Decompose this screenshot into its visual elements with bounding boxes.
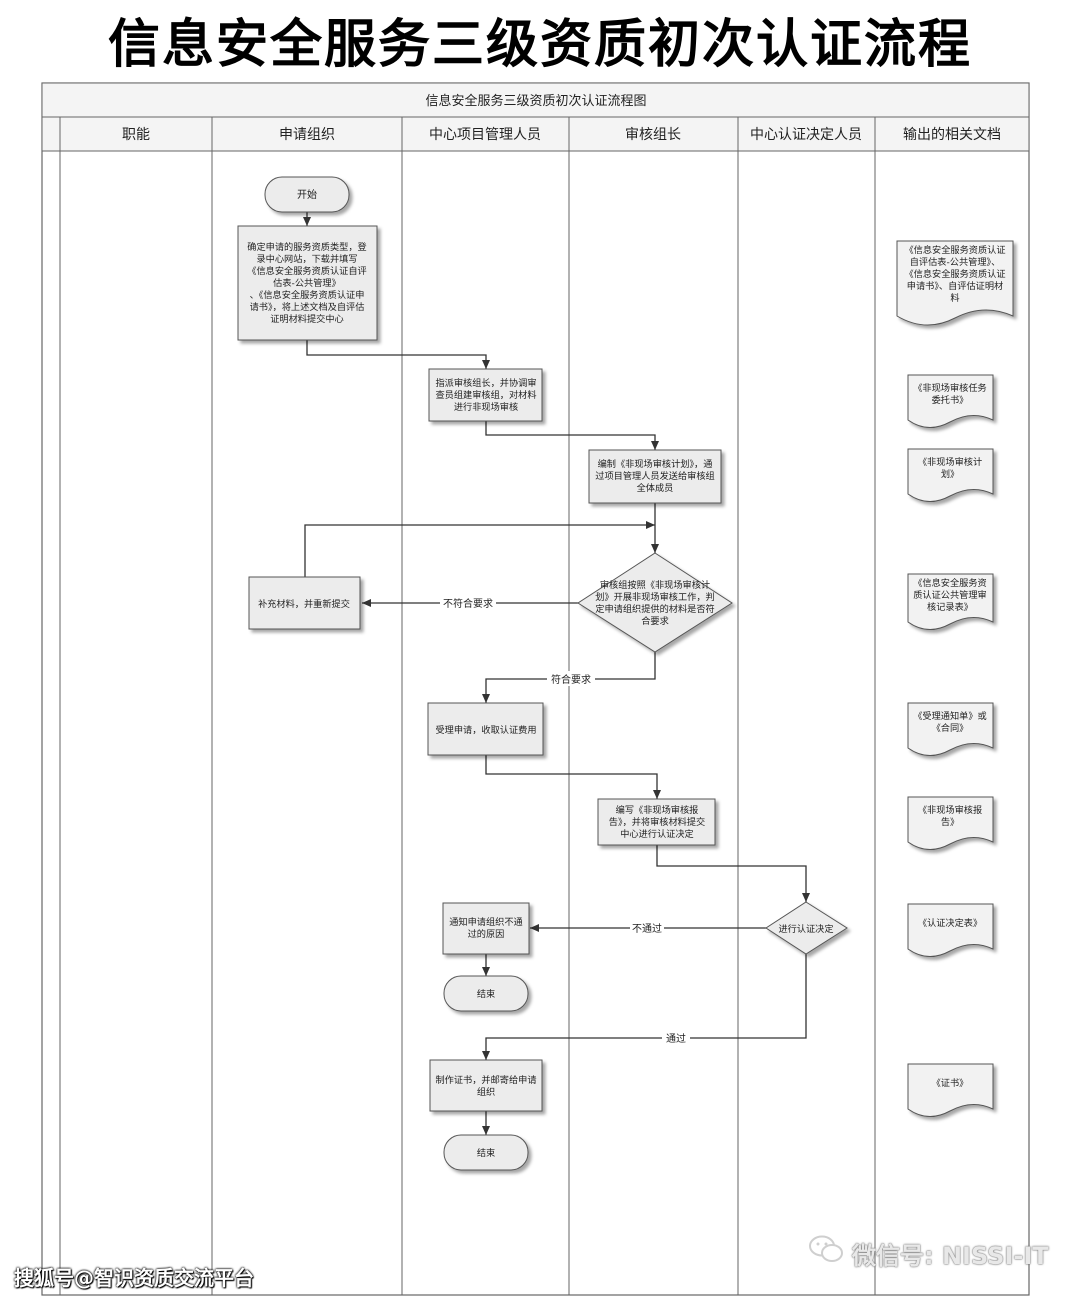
review-text-line: 合要求 xyxy=(641,615,669,627)
lane-label: 输出的相关文档 xyxy=(903,127,1001,143)
end-label: 结束 xyxy=(477,988,495,1000)
doc-text-line: 《非现场审核计 xyxy=(918,456,982,468)
end-node xyxy=(443,975,529,1012)
doc-text-line: 质认证公共管理审 xyxy=(913,589,987,601)
doc-text-line: 料 xyxy=(950,292,959,304)
apply-text-line: 估表-公共管理》 xyxy=(273,277,341,289)
report-text-line: 告》，并将审核材料提交 xyxy=(609,816,705,828)
lane-header-bar xyxy=(41,116,1030,152)
end-label: 结束 xyxy=(477,1147,495,1159)
doc-text-line: 《非现场审核报 xyxy=(918,804,982,816)
output-document xyxy=(907,702,994,756)
watermark-sohu: 搜狐号@智识资质交流平台 xyxy=(14,1266,254,1290)
edge-label-pass: 通过 xyxy=(666,1032,686,1045)
certificate-text-line: 制作证书，并邮寄给申请 xyxy=(435,1074,536,1086)
supplement-text: 补充材料，并重新提交 xyxy=(258,598,350,610)
edge-assign-to-plan xyxy=(485,421,659,450)
plan-process-box xyxy=(588,449,722,504)
notify-text-line: 通知申请组织不通 xyxy=(449,916,523,928)
assign-text-line: 查员组建审核组，对材料 xyxy=(435,389,536,401)
assign-process-box xyxy=(428,368,543,422)
start-label: 开始 xyxy=(297,188,317,201)
apply-text-line: 《信息安全服务资质认证自评 xyxy=(247,265,366,277)
doc-text-line: 《非现场审核任务 xyxy=(913,382,987,394)
apply-text-line: 证明材料提交中心 xyxy=(270,313,344,325)
doc-text-line: 《信息安全服务资质认证 xyxy=(904,268,1005,280)
diagram-title: 信息安全服务三级资质初次认证流程图 xyxy=(425,93,646,109)
edge-apply-to-assign xyxy=(306,340,490,369)
output-document xyxy=(907,903,994,957)
edge-report-to-decision xyxy=(656,845,810,902)
start-node xyxy=(264,176,350,213)
lane-label: 中心认证决定人员 xyxy=(750,127,862,143)
lane-label: 职能 xyxy=(122,127,150,143)
report-process-box xyxy=(597,798,716,846)
accept-text: 受理申请，收取认证费用 xyxy=(435,724,536,736)
edge-decision-pass xyxy=(482,954,807,1060)
output-document xyxy=(907,374,994,428)
lane-label: 申请组织 xyxy=(279,127,335,143)
supplement-process-box xyxy=(248,576,361,630)
accept-process-box xyxy=(427,702,544,756)
apply-text-line: 、《信息安全服务资质认证申 xyxy=(250,289,365,301)
plan-text-line: 编制《非现场审核计划》，通 xyxy=(598,458,713,470)
doc-text-line: 《证书》 xyxy=(932,1078,969,1089)
edge-supplement-loop xyxy=(304,521,655,577)
end-node xyxy=(443,1134,529,1171)
edge-label-meet: 符合要求 xyxy=(551,673,591,686)
plan-text-line: 过项目管理人员发送给审核组 xyxy=(595,470,714,482)
review-decision-diamond xyxy=(577,552,733,653)
doc-text-line: 告》 xyxy=(941,816,959,828)
lane-label: 中心项目管理人员 xyxy=(429,127,541,143)
lane-label: 审核组长 xyxy=(625,127,681,143)
apply-process-box xyxy=(237,225,378,341)
doc-text-line: 划》 xyxy=(941,468,959,480)
decision-text: 进行认证决定 xyxy=(778,923,833,935)
notify-text-line: 过的原因 xyxy=(468,928,505,940)
certificate-process-box xyxy=(429,1059,543,1112)
plan-text-line: 全体成员 xyxy=(637,482,674,494)
output-document xyxy=(907,448,994,502)
certification-decision-diamond xyxy=(765,901,848,955)
review-text-line: 划》开展非现场审核工作，判 xyxy=(595,591,714,603)
apply-text-line: 录中心网站，下载并填写 xyxy=(256,253,357,265)
assign-text-line: 进行非现场审核 xyxy=(454,401,518,413)
doc-text-line: 核记录表》 xyxy=(927,601,973,613)
notify-process-box xyxy=(442,902,530,955)
output-document xyxy=(907,796,994,850)
wechat-icon xyxy=(809,1235,843,1262)
review-text-line: 审核组按照《非现场审核计 xyxy=(600,579,710,591)
certificate-text-line: 组织 xyxy=(477,1086,495,1098)
doc-text-line: 《合同》 xyxy=(932,722,969,734)
doc-text-line: 《受理通知单》或 xyxy=(913,710,987,722)
watermark-wechat-id: 微信号: NISSI-IT xyxy=(852,1242,1049,1270)
edge-label-not-pass: 不通过 xyxy=(632,922,662,935)
diagram-frame xyxy=(41,82,1030,1296)
doc-text-line: 《信息安全服务资 xyxy=(913,577,987,589)
doc-text-line: 委托书》 xyxy=(932,394,969,406)
output-document xyxy=(896,240,1014,326)
assign-text-line: 指派审核组长，并协调审 xyxy=(435,377,536,389)
output-document xyxy=(907,1063,994,1117)
edge-label-not-meet: 不符合要求 xyxy=(443,597,493,610)
doc-text-line: 自评估表-公共管理》、 xyxy=(910,256,1001,268)
report-text-line: 中心进行认证决定 xyxy=(620,828,694,840)
report-text-line: 编写《非现场审核报 xyxy=(616,804,699,816)
apply-text-line: 请书》，将上述文档及自评估 xyxy=(250,301,365,313)
output-document xyxy=(907,573,994,630)
apply-text-line: 确定申请的服务资质类型，登 xyxy=(247,241,366,253)
doc-text-line: 申请书》、自评估证明材 xyxy=(907,280,1003,292)
diagram-title-bar xyxy=(41,82,1030,118)
page-title: 信息安全服务三级资质初次认证流程 xyxy=(107,15,972,75)
doc-text-line: 《信息安全服务资质认证 xyxy=(904,244,1005,256)
edge-accept-to-report xyxy=(485,755,661,799)
review-text-line: 定申请组织提供的材料是否符 xyxy=(595,603,714,615)
doc-text-line: 《认证决定表》 xyxy=(918,917,982,929)
